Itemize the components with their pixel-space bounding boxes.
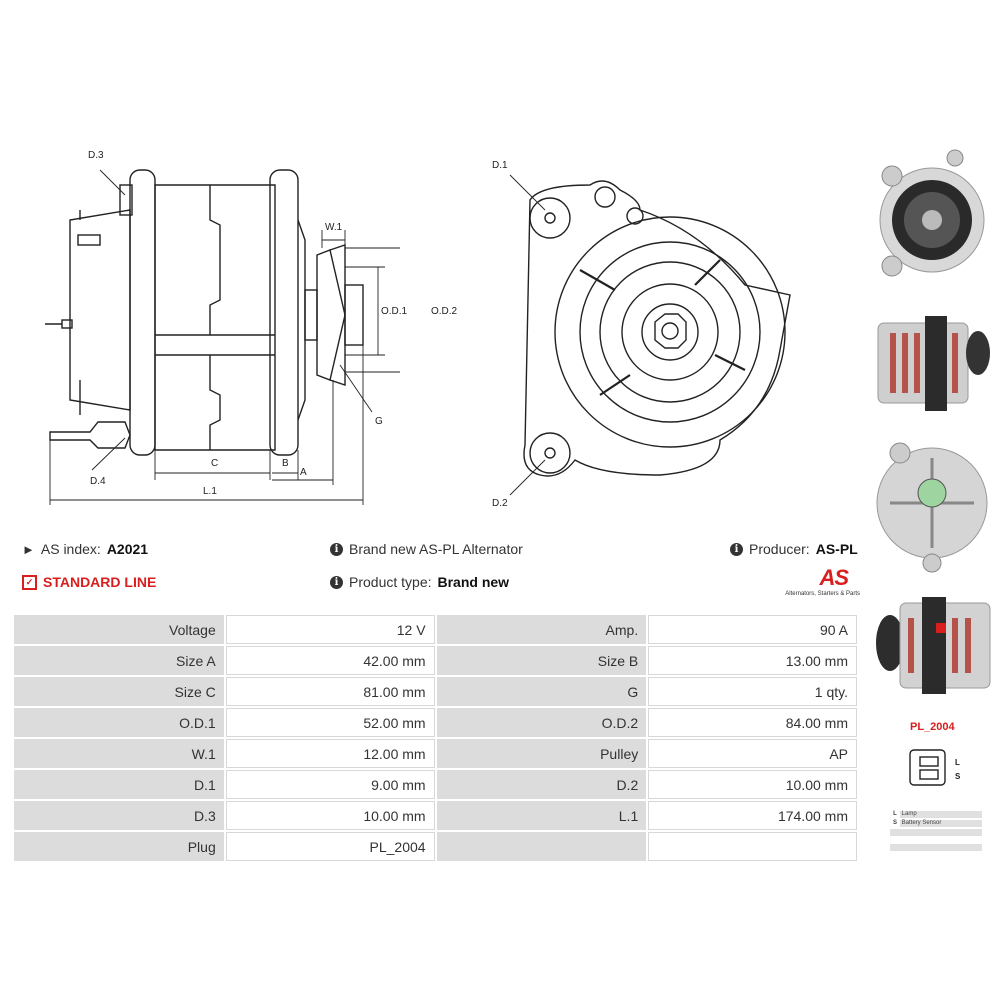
brand-info: i Brand new AS-PL Alternator (330, 541, 523, 557)
product-photo-side[interactable] (870, 298, 995, 428)
spec-value: 42.00 mm (225, 646, 435, 675)
spec-value: AP (648, 739, 857, 768)
producer-value: AS-PL (815, 541, 858, 557)
spec-label: O.D.1 (14, 708, 224, 737)
spec-label: D.1 (14, 770, 224, 799)
spec-label: G (436, 677, 647, 706)
spec-value: 90 A (648, 615, 857, 644)
spec-label: D.3 (14, 801, 224, 830)
legend-row (890, 844, 982, 851)
spec-label: L.1 (436, 801, 647, 830)
product-type: i Product type: Brand new (330, 574, 509, 590)
standard-line: ✓ STANDARD LINE (22, 574, 156, 590)
spec-value: 13.00 mm (648, 646, 857, 675)
product-photo-rear[interactable] (870, 433, 995, 578)
spec-value: 10.00 mm (648, 770, 857, 799)
label-od2: O.D.2 (431, 306, 458, 317)
plug-diagram: L S (905, 745, 975, 795)
brand-text: Brand new AS-PL Alternator (349, 541, 523, 557)
as-index: ► AS index: A2021 (22, 541, 148, 557)
plug-name: PL_2004 (910, 721, 955, 733)
spec-value: 9.00 mm (225, 770, 435, 799)
spec-value: 81.00 mm (225, 677, 435, 706)
spec-label: Size A (14, 646, 224, 675)
pin-s: S (955, 772, 961, 781)
as-pl-logo: AS Alternators, Starters & Parts (760, 565, 860, 605)
spec-label: Amp. (436, 615, 647, 644)
product-type-value: Brand new (437, 574, 510, 590)
side-view-drawing: D.3 D.4 C B A L.1 W.1 G (0, 140, 430, 520)
label-d3: D.3 (88, 150, 104, 161)
info-icon: i (330, 542, 343, 556)
producer-info: i Producer: AS-PL (730, 541, 858, 557)
spec-value: 12.00 mm (225, 739, 435, 768)
spec-label: Voltage (14, 615, 224, 644)
logo-tagline: Alternators, Starters & Parts (785, 591, 860, 597)
spec-label: D.2 (436, 770, 647, 799)
spec-value (648, 832, 857, 861)
label-d2: D.2 (492, 498, 508, 509)
label-d1: D.1 (492, 160, 508, 171)
as-index-value: A2021 (106, 541, 149, 557)
label-g: G (375, 416, 383, 427)
label-l1: L.1 (203, 486, 217, 497)
legend-row: S Battery Sensor (890, 820, 982, 827)
product-photo-side-2[interactable] (870, 583, 995, 708)
spec-label: Plug (14, 832, 224, 861)
spec-label: Size C (14, 677, 224, 706)
spec-value: 10.00 mm (225, 801, 435, 830)
spec-label: W.1 (14, 739, 224, 768)
label-a: A (300, 467, 307, 478)
info-icon: i (330, 575, 343, 589)
spec-label: O.D.2 (436, 708, 647, 737)
spec-value: 12 V (225, 615, 435, 644)
label-w1: W.1 (325, 222, 343, 233)
spec-value: 84.00 mm (648, 708, 857, 737)
tag-icon: ► (22, 541, 35, 557)
producer-label: Producer: (749, 541, 810, 557)
label-od1: O.D.1 (381, 306, 408, 317)
spec-value: 52.00 mm (225, 708, 435, 737)
spec-label: Size B (436, 646, 647, 675)
label-c: C (211, 458, 219, 469)
legend-row (890, 829, 982, 836)
standard-line-text: STANDARD LINE (43, 574, 157, 590)
info-icon: i (730, 542, 743, 556)
product-type-label: Product type: (349, 574, 432, 590)
label-b: B (282, 458, 289, 469)
spec-value: PL_2004 (225, 832, 435, 861)
checkbox-icon: ✓ (22, 574, 37, 590)
pin-l: L (955, 758, 960, 767)
label-d4: D.4 (90, 476, 106, 487)
product-photo-front[interactable] (870, 148, 995, 293)
logo-text: AS (819, 565, 849, 590)
spec-label: Pulley (436, 739, 647, 768)
front-view-drawing: D.1 D.2 (480, 150, 810, 520)
legend-row: L Lamp (890, 811, 982, 818)
spec-value: 174.00 mm (648, 801, 857, 830)
spec-value: 1 qty. (648, 677, 857, 706)
as-index-label: AS index: (40, 541, 101, 557)
spec-label (436, 832, 647, 861)
